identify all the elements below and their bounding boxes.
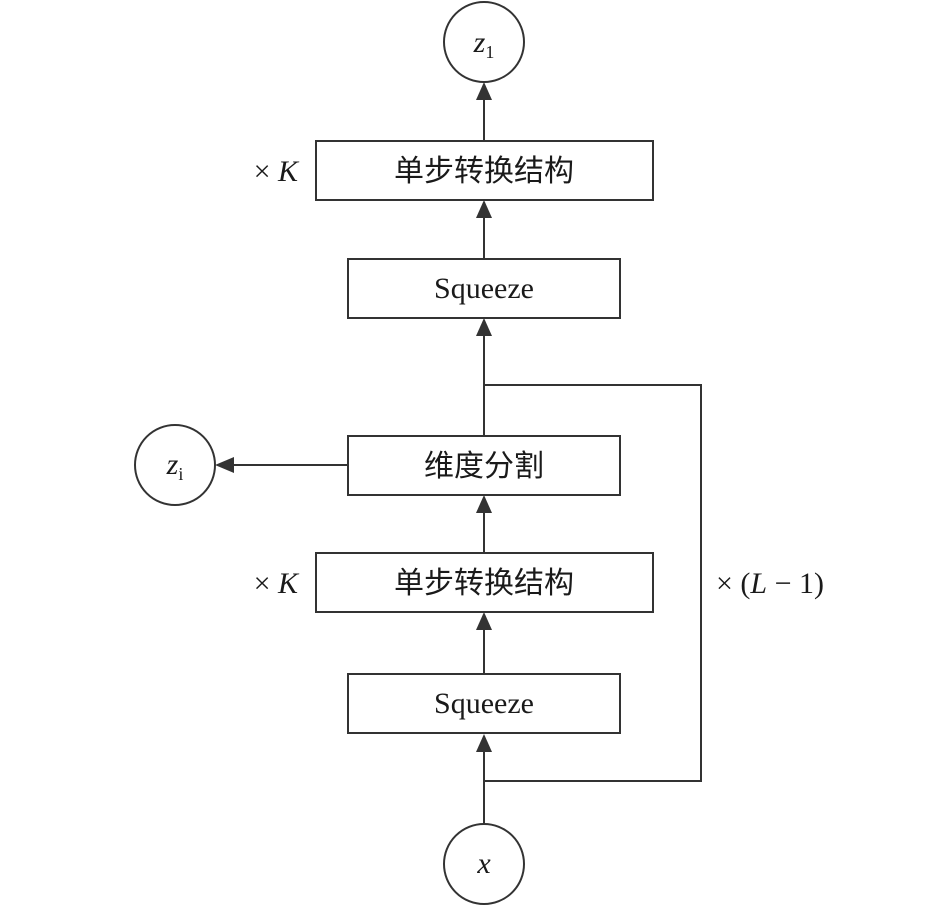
box-squeeze-bottom-rect (347, 673, 621, 734)
box-step-top: 单步转换结构 (315, 140, 654, 201)
box-step-bottom: 单步转换结构 (315, 552, 654, 613)
arrowhead-to-split (476, 495, 492, 513)
box-step-top-label: 单步转换结构 (394, 154, 574, 189)
box-squeeze-top-label: Squeeze (434, 272, 534, 305)
node-z1: z1 (443, 1, 525, 83)
arrowhead-to-squeeze-top (476, 318, 492, 336)
arrowhead-to-step-top (476, 200, 492, 218)
arrowhead-to-zi (215, 457, 234, 473)
node-x: x (443, 823, 525, 905)
node-x-circle (443, 823, 525, 905)
box-step-bottom-rect (315, 552, 654, 613)
node-z1-label: z1 (473, 26, 495, 62)
node-z1-circle (443, 1, 525, 83)
arrowhead-to-squeeze-bottom (476, 734, 492, 752)
box-squeeze-top-rect (347, 258, 621, 319)
loop-bracket (484, 384, 702, 782)
times-k-bottom-label: × K (254, 567, 300, 600)
loop-count-label: × (L − 1) (716, 567, 824, 600)
box-step-top-rect (315, 140, 654, 201)
box-step-bottom-label: 单步转换结构 (394, 566, 574, 601)
node-zi-circle (134, 424, 216, 506)
box-split: 维度分割 (347, 435, 621, 496)
node-zi: zi (134, 424, 216, 506)
node-x-label: x (476, 847, 491, 880)
box-split-label: 维度分割 (424, 449, 544, 484)
node-zi-label: zi (166, 448, 184, 484)
box-squeeze-bottom-label: Squeeze (434, 687, 534, 720)
arrowhead-to-step-bottom (476, 612, 492, 630)
times-k-top-label: × K (254, 155, 300, 188)
box-squeeze-bottom: Squeeze (347, 673, 621, 734)
box-split-rect (347, 435, 621, 496)
box-squeeze-top: Squeeze (347, 258, 621, 319)
arrowhead-to-z1 (476, 82, 492, 100)
